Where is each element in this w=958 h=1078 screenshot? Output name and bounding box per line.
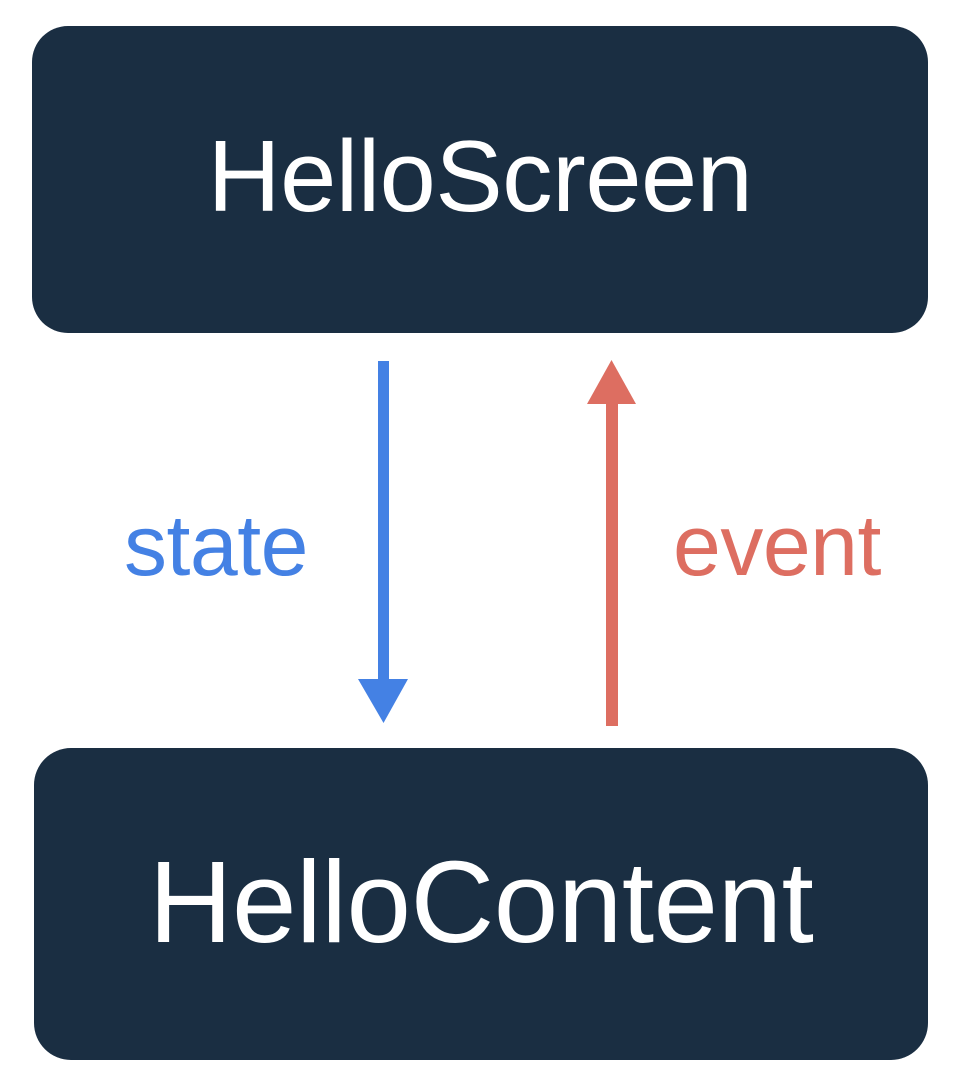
node-hello-screen-label: HelloScreen: [207, 121, 753, 233]
state-arrow-shaft: [378, 361, 389, 681]
node-hello-content[interactable]: HelloContent: [34, 748, 928, 1060]
edge-label-state: state: [124, 498, 308, 594]
state-arrow: [358, 361, 408, 723]
event-arrow-shaft: [606, 402, 618, 726]
node-hello-screen[interactable]: HelloScreen: [32, 26, 928, 333]
event-arrow-head: [587, 360, 636, 404]
node-hello-content-label: HelloContent: [148, 837, 814, 967]
edge-label-event: event: [673, 498, 881, 594]
event-arrow: [587, 360, 636, 726]
state-arrow-head: [358, 679, 408, 723]
